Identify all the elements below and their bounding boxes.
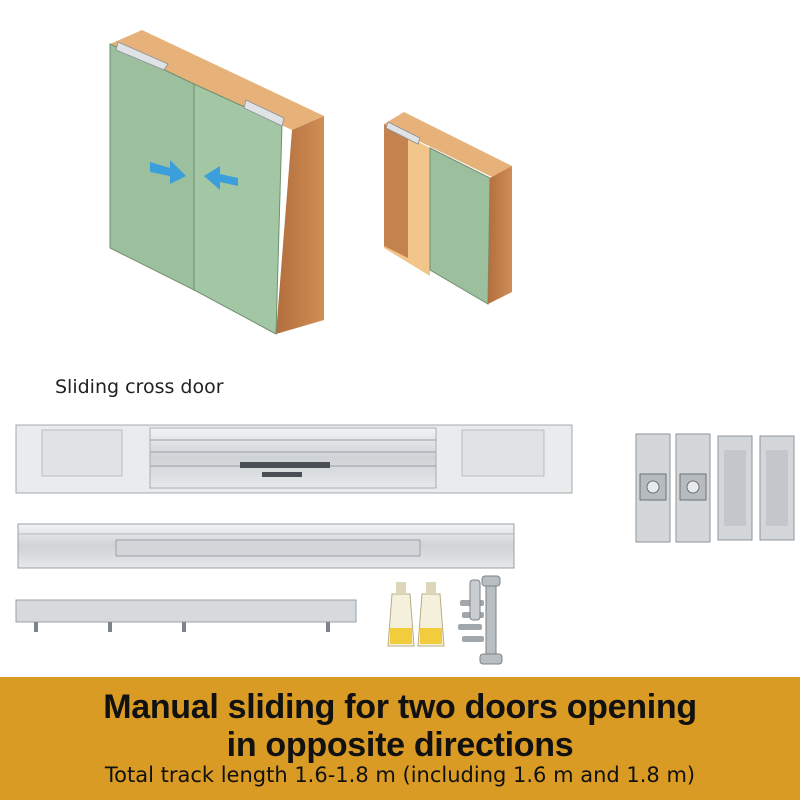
- wrench-icon: [469, 575, 503, 665]
- main-track-assembly: [15, 424, 573, 494]
- lower-rail: [17, 523, 515, 569]
- arrow-left-icon: [204, 166, 238, 190]
- info-banner: [0, 677, 800, 800]
- guide-bar: [15, 599, 357, 632]
- guide-bar-body: [15, 599, 357, 623]
- headline-line-2: in opposite directions: [226, 726, 574, 764]
- top-rail-left: [115, 41, 169, 71]
- open-cabinet-illustration: [384, 112, 512, 305]
- top-rail-right: [243, 99, 285, 127]
- right-door: [193, 83, 283, 335]
- small-cabinet-side: [488, 166, 512, 304]
- arrow-right-icon: [150, 160, 186, 184]
- headline-line-1: Manual sliding for two doors opening: [103, 688, 697, 726]
- glue-tube-icon: [387, 582, 445, 647]
- sliding-rail-center: [149, 427, 437, 489]
- small-top-rail: [385, 121, 421, 145]
- track-length-note: Total track length 1.6-1.8 m (including …: [104, 763, 696, 787]
- small-cabinet-top: [384, 112, 512, 178]
- small-cabinet-left-wall: [384, 124, 408, 258]
- lower-rail-inner: [115, 539, 421, 557]
- right-end-plate: [461, 429, 545, 477]
- closed-cabinet-illustration: [109, 30, 324, 335]
- cabinet-top: [110, 30, 324, 130]
- cabinet-side: [276, 116, 324, 334]
- mounting-brackets: [635, 433, 795, 543]
- caption-label: Sliding cross door: [55, 376, 224, 398]
- damper-bar-lower: [262, 472, 302, 477]
- damper-bar: [240, 462, 330, 468]
- left-end-plate: [41, 429, 123, 477]
